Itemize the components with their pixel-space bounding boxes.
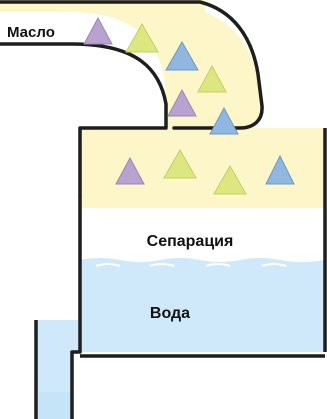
oil-region xyxy=(0,0,263,128)
particle-blue xyxy=(265,154,295,185)
particles xyxy=(83,16,295,195)
particle-purple xyxy=(83,16,113,45)
separation-label: Сепарация xyxy=(147,233,234,250)
particle-blue xyxy=(209,106,239,135)
outlet-pipe-outer-wall xyxy=(34,128,327,419)
particle-blue xyxy=(165,40,199,71)
chamber-left-wall xyxy=(70,196,82,419)
separation-layer xyxy=(80,208,325,260)
outlet-pipe-top-wall xyxy=(36,316,80,320)
oil-label: Масло xyxy=(7,24,55,41)
particle-purple xyxy=(167,88,197,117)
particle-purple xyxy=(115,156,145,185)
particle-yellow xyxy=(125,22,159,53)
water-surface-highlight xyxy=(95,263,287,267)
particle-yellow xyxy=(213,164,247,195)
water-region xyxy=(80,258,325,352)
outlet-stream-fade xyxy=(38,392,70,419)
particle-yellow xyxy=(163,148,197,179)
particle-yellow xyxy=(197,64,227,93)
oil-chamber-fill xyxy=(80,128,325,208)
inlet-pipe-top-wall xyxy=(0,0,264,130)
inlet-pipe-bottom-wall xyxy=(0,42,168,198)
water-label: Вода xyxy=(150,305,190,322)
